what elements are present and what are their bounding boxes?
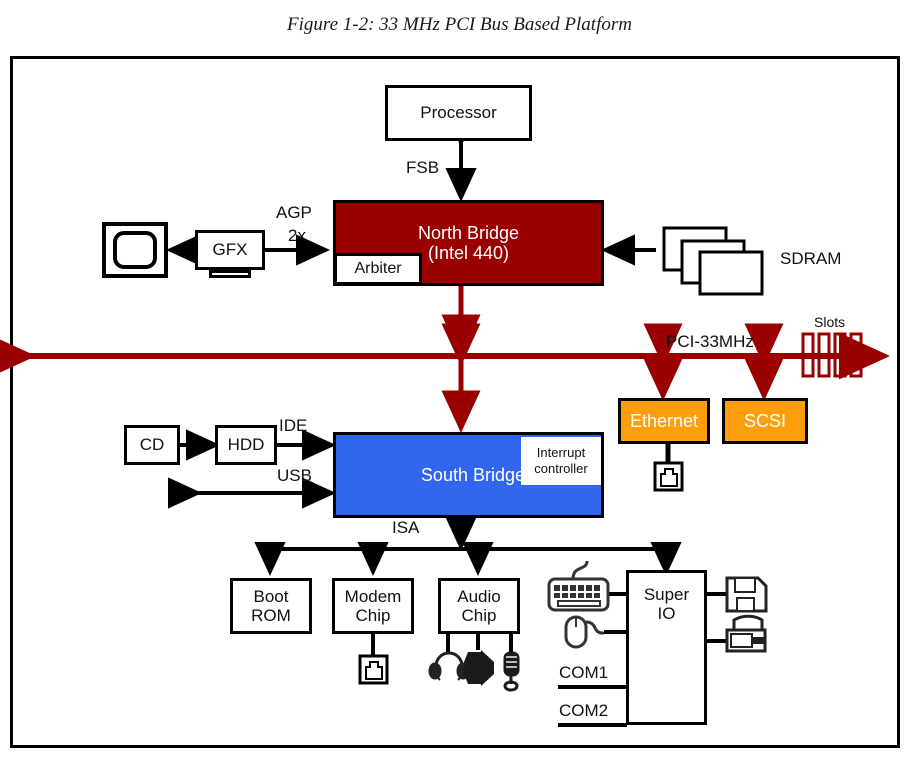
isa-label: ISA [392,518,420,537]
arbiter-block[interactable]: Arbiter [334,253,422,285]
cd-block[interactable]: CD [124,425,180,465]
figure-title: Figure 1-2: 33 MHz PCI Bus Based Platfor… [287,14,632,35]
interrupt-controller-line2: controller [534,461,588,476]
audio-chip-line2: Chip [461,606,497,625]
sdram-label: SDRAM [780,249,842,268]
ide-label: IDE [279,416,308,435]
hdd-label: HDD [227,435,265,455]
super-io-line1: Super [643,585,690,604]
scsi-label: SCSI [743,410,786,431]
scsi-block[interactable]: SCSI [722,398,808,444]
interrupt-controller-line1: Interrupt [536,444,586,460]
boot-rom-line2: ROM [251,606,291,625]
north-bridge-label-line2: (Intel 440) [427,243,510,263]
modem-chip-line2: Chip [355,606,391,625]
pci-bus-label: PCI-33MHz [666,332,754,351]
ethernet-label: Ethernet [629,410,699,431]
processor-label: Processor [420,103,497,123]
agp-label-line2: 2x [288,226,306,245]
usb-label: USB [277,466,312,485]
agp-label-line1: AGP [276,203,312,222]
south-bridge-label: South Bridge [420,464,525,485]
north-bridge-label-line1: North Bridge [417,222,520,243]
super-io-block[interactable]: Super IO [626,570,707,725]
gfx-stand [209,270,251,278]
processor-block[interactable]: Processor [385,85,532,141]
gfx-label: GFX [212,240,248,260]
fsb-label: FSB [406,158,440,177]
com2-label: COM2 [559,701,609,720]
audio-chip-line1: Audio [457,586,501,606]
com1-label: COM1 [559,663,609,682]
cd-label: CD [139,435,165,455]
modem-chip-line1: Modem [344,586,402,606]
super-io-line2: IO [657,604,676,624]
gfx-block[interactable]: GFX [195,230,265,270]
arbiter-label: Arbiter [354,260,402,277]
ethernet-block[interactable]: Ethernet [618,398,710,444]
boot-rom-block[interactable]: Boot ROM [230,578,312,634]
hdd-block[interactable]: HDD [215,425,277,465]
audio-chip-block[interactable]: Audio Chip [438,578,520,634]
interrupt-controller-block[interactable]: Interrupt controller [521,437,601,485]
slots-label: Slots [814,314,846,330]
boot-rom-line1: Boot [253,586,289,606]
modem-chip-block[interactable]: Modem Chip [332,578,414,634]
